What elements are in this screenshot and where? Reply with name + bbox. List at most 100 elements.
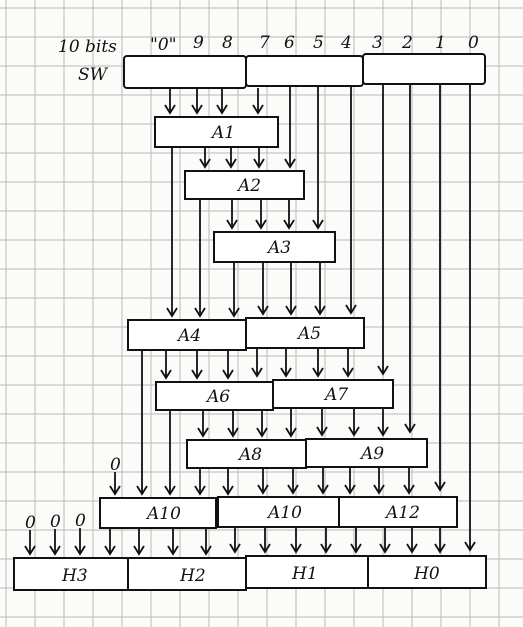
arrow-head — [348, 426, 360, 437]
bit-label-8: 8 — [222, 33, 233, 53]
arrow-head — [133, 545, 145, 556]
arrow-head — [312, 219, 324, 230]
arrow-head — [197, 427, 209, 438]
arrow-head — [320, 543, 332, 554]
arrows — [24, 84, 476, 556]
block-h0 — [367, 555, 487, 589]
arrow-head — [256, 427, 268, 438]
arrow-head — [191, 104, 203, 115]
arrow-head — [287, 484, 299, 495]
arrow-head — [285, 305, 297, 316]
arrow-head — [316, 426, 328, 437]
sw-segment-mid — [245, 55, 364, 87]
block-h3 — [13, 557, 129, 591]
arrow-head — [104, 545, 116, 556]
bit-label-3: 3 — [372, 33, 383, 53]
block-h0-label: H0 — [413, 564, 440, 584]
sw-segment-low — [362, 53, 486, 85]
arrow-head — [200, 545, 212, 556]
block-a6-label: A6 — [205, 387, 230, 407]
arrow-head — [164, 104, 176, 115]
arrow-head — [404, 423, 416, 434]
arrow-head — [434, 481, 446, 492]
arrow-head — [216, 104, 228, 115]
block-a11-label: A10 — [266, 503, 302, 523]
block-a4-label: A4 — [176, 326, 201, 346]
zero-input-h3-b: 0 — [50, 512, 61, 532]
arrow-head — [259, 543, 271, 554]
arrow-head — [194, 307, 206, 318]
arrow-head — [406, 543, 418, 554]
arrow-head — [109, 485, 121, 496]
block-a12-label: A12 — [384, 503, 420, 523]
arrow-head — [229, 543, 241, 554]
arrow-head — [317, 484, 329, 495]
bit-label-5: 5 — [313, 33, 324, 53]
bit-label-4: 4 — [340, 33, 352, 53]
arrow-head — [167, 545, 179, 556]
sw-segment-high — [123, 55, 247, 89]
arrow-head — [49, 545, 61, 556]
arrow-head — [199, 158, 211, 169]
block-a8 — [186, 439, 307, 469]
arrow-head — [164, 485, 176, 496]
block-a9 — [305, 438, 428, 468]
bit-label-6: 6 — [284, 33, 295, 53]
block-a9-label: A9 — [359, 444, 384, 464]
arrow-head — [344, 484, 356, 495]
arrow-head — [252, 104, 264, 115]
arrow-head — [342, 367, 354, 378]
bit-label-9: 9 — [193, 33, 204, 53]
arrow-head — [464, 541, 476, 552]
arrow-head — [228, 307, 240, 318]
block-h2-label: H2 — [179, 566, 206, 586]
bit-label-0: 0 — [468, 33, 479, 53]
block-a5-label: A5 — [296, 324, 321, 344]
block-h1-label: H1 — [291, 564, 318, 584]
arrow-head — [280, 367, 292, 378]
zero-input-a10: 0 — [110, 455, 121, 475]
arrow-head — [290, 543, 302, 554]
arrow-head — [166, 307, 178, 318]
arrow-head — [285, 427, 297, 438]
arrow-head — [403, 484, 415, 495]
block-h2 — [127, 557, 247, 591]
arrow-head — [136, 485, 148, 496]
header-quote-zero: "0" — [150, 35, 176, 55]
arrow-head — [379, 543, 391, 554]
arrow-head — [377, 426, 389, 437]
block-a10 — [99, 497, 217, 529]
arrow-head — [225, 158, 237, 169]
arrow-head — [312, 367, 324, 378]
bit-label-7: 7 — [259, 33, 270, 53]
arrow-head — [160, 369, 172, 380]
switch-register — [123, 53, 486, 89]
arrow-head — [345, 304, 357, 315]
block-a10-label: A10 — [145, 504, 181, 524]
arrow-head — [434, 543, 446, 554]
block-a12 — [338, 496, 458, 528]
arrow-head — [194, 485, 206, 496]
block-a1-label: A1 — [210, 123, 235, 143]
arrow-head — [226, 219, 238, 230]
arrow-head — [373, 484, 385, 495]
arrow-head — [377, 365, 389, 376]
block-a2 — [184, 170, 305, 200]
bit-labels: 9 8 7 6 5 4 3 2 1 0 — [193, 33, 479, 53]
sw-label: SW — [78, 65, 109, 85]
block-a3-label: A3 — [266, 238, 291, 258]
header-caption: 10 bits — [58, 37, 117, 57]
arrow-head — [74, 545, 86, 556]
bit-label-2: 2 — [401, 33, 413, 53]
block-a2-label: A2 — [236, 176, 261, 196]
arrow-head — [191, 369, 203, 380]
arrow-head — [284, 158, 296, 169]
arrow-head — [24, 545, 36, 556]
arrow-head — [227, 427, 239, 438]
block-a11 — [217, 496, 340, 528]
bit-label-1: 1 — [435, 33, 446, 53]
arrow-head — [253, 158, 265, 169]
block-h3-label: H3 — [61, 566, 88, 586]
